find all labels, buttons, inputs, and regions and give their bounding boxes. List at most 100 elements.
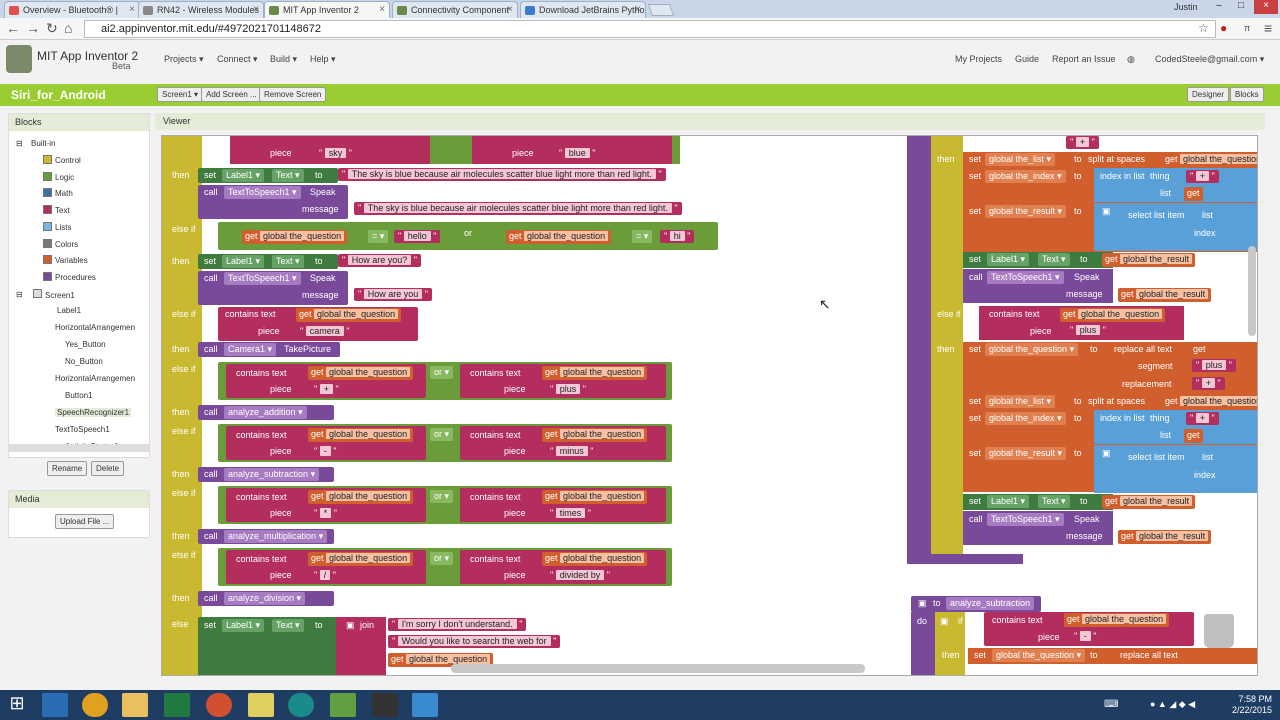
property-dropdown[interactable]: Text ▾ (272, 619, 304, 632)
equals-dropdown[interactable]: = ▾ (368, 230, 389, 243)
procedure-dropdown[interactable]: analyze_multiplication ▾ (224, 530, 328, 543)
get-variable-block[interactable]: get global the_question (308, 366, 414, 380)
browser-tab-active[interactable]: MIT App Inventor 2× (264, 1, 390, 18)
get-variable-block[interactable]: get global the_question (506, 230, 612, 244)
add-screen-button[interactable]: Add Screen ... (201, 87, 262, 102)
upload-file-button[interactable]: Upload File ... (55, 514, 115, 529)
get-variable-block[interactable]: get global the_result (1102, 495, 1196, 509)
procedure-block-bottom[interactable] (907, 554, 1023, 564)
app-inventor-logo[interactable] (6, 45, 32, 73)
text-literal[interactable]: " How are you? " (338, 254, 421, 267)
app-icon[interactable] (330, 693, 356, 717)
close-icon[interactable]: × (379, 4, 385, 15)
text-literal[interactable]: " The sky is blue because air molecules … (354, 202, 682, 215)
blocks-button[interactable]: Blocks (1230, 87, 1264, 102)
text-literal[interactable]: " plus " (546, 383, 590, 396)
get-variable-block[interactable]: get global the_question (542, 366, 648, 380)
app-icon[interactable] (248, 693, 274, 717)
property-dropdown[interactable]: Text ▾ (272, 255, 304, 268)
get-variable-block[interactable]: get global the_result (1118, 530, 1212, 544)
browser-tab[interactable]: Connectivity Component× (392, 1, 518, 18)
tree-builtin[interactable]: Built-in (31, 139, 56, 148)
text-literal[interactable]: " times " (546, 507, 595, 520)
component-dropdown[interactable]: Label1 ▾ (987, 495, 1030, 508)
text-literal[interactable]: " plus " (1066, 324, 1110, 337)
menu-build[interactable]: Build ▾ (270, 54, 298, 64)
report-issue-link[interactable]: Report an Issue (1052, 54, 1116, 64)
component-dropdown[interactable]: Label1 ▾ (222, 255, 265, 268)
drawer-item-control[interactable]: Control (55, 156, 81, 165)
remove-screen-button[interactable]: Remove Screen (259, 87, 327, 102)
rename-button[interactable]: Rename (47, 461, 88, 476)
browser-tab[interactable]: RN42 - Wireless Modules× (138, 1, 264, 18)
maximize-icon[interactable]: □ (1237, 0, 1245, 11)
text-literal[interactable]: " blue " (555, 147, 600, 160)
component-tree-item[interactable]: Label1 (57, 306, 82, 315)
text-literal[interactable]: " I'm sorry I don't understand. " (388, 618, 527, 631)
drawer-item-procedures[interactable]: Procedures (55, 272, 96, 282)
procedure-dropdown[interactable]: analyze_division ▾ (224, 592, 306, 605)
my-projects-link[interactable]: My Projects (955, 54, 1003, 64)
property-dropdown[interactable]: Text ▾ (1038, 495, 1070, 508)
variable-dropdown[interactable]: global the_list ▾ (985, 153, 1056, 166)
menu-icon[interactable]: ≡ (1264, 20, 1273, 36)
drawer-item-logic[interactable]: Logic (55, 172, 75, 182)
get-variable-block[interactable]: get global the_question (542, 490, 648, 504)
if-block-spine[interactable] (931, 136, 963, 554)
close-icon[interactable]: × (507, 4, 513, 15)
text-literal[interactable]: " + " (1066, 136, 1099, 149)
get-variable-block[interactable]: get global the_question (1162, 395, 1257, 409)
component-dropdown[interactable]: Label1 ▾ (987, 253, 1030, 266)
close-icon[interactable]: × (129, 4, 135, 15)
designer-button[interactable]: Designer (1187, 87, 1230, 102)
select-list-item-block[interactable] (1094, 203, 1257, 251)
component-tree-item[interactable]: No_Button (65, 357, 103, 366)
text-literal[interactable]: " - " (1070, 630, 1101, 643)
variable-dropdown[interactable]: global the_result ▾ (985, 447, 1067, 460)
equals-dropdown[interactable]: = ▾ (632, 230, 653, 243)
procedure-block-spine[interactable] (907, 136, 931, 564)
component-tree-item[interactable]: Button1 (65, 391, 93, 400)
variable-dropdown[interactable]: global the_index ▾ (985, 412, 1066, 425)
if-block[interactable] (935, 612, 965, 675)
home-icon[interactable]: ⌂ (64, 20, 73, 36)
component-tree-item[interactable]: SpeechRecognizer1 (55, 408, 132, 417)
text-literal[interactable]: " + " (1186, 412, 1219, 425)
delete-button[interactable]: Delete (91, 461, 125, 476)
get-variable-block[interactable]: get global the_result (1118, 288, 1212, 302)
forward-icon[interactable]: → (26, 20, 40, 36)
system-tray-icons[interactable]: ● ▲ ◢ ◆ ◀ (1150, 699, 1196, 709)
text-literal[interactable]: " / " (310, 569, 340, 582)
variable-dropdown[interactable]: global the_list ▾ (985, 395, 1056, 408)
text-literal[interactable]: " - " (310, 445, 341, 458)
trash-icon[interactable] (1204, 614, 1234, 648)
app-icon[interactable] (372, 693, 398, 717)
component-dropdown[interactable]: Camera1 ▾ (224, 343, 277, 356)
or-dropdown[interactable]: or ▾ (430, 552, 454, 565)
text-literal[interactable]: " hello " (394, 230, 441, 243)
text-literal[interactable]: " hi " (660, 230, 695, 243)
minimize-icon[interactable]: – (1216, 0, 1222, 11)
close-icon[interactable]: × (635, 4, 641, 15)
text-literal[interactable]: " plus " (1192, 359, 1236, 372)
component-tree-item[interactable]: TextToSpeech1 (55, 425, 110, 434)
text-literal[interactable]: " The sky is blue because air molecules … (338, 168, 666, 181)
close-window-icon[interactable]: × (1254, 0, 1278, 14)
or-dropdown[interactable]: or ▾ (430, 366, 454, 379)
component-dropdown[interactable]: TextToSpeech1 ▾ (224, 272, 301, 285)
component-tree-item[interactable]: HorizontalArrangemen (55, 323, 136, 332)
text-literal[interactable]: " Would you like to search the web for " (388, 635, 561, 648)
guide-link[interactable]: Guide (1015, 54, 1040, 64)
screen-select-button[interactable]: Screen1 ▾ (157, 87, 204, 102)
get-variable-block[interactable]: get global the_question (296, 308, 402, 322)
get-variable-block[interactable]: get global the_question (1162, 153, 1257, 167)
arduino-icon[interactable] (288, 693, 314, 717)
collapse-icon[interactable]: ⊟ (16, 290, 23, 299)
variable-dropdown[interactable]: global the_result ▾ (985, 205, 1067, 218)
horizontal-scrollbar[interactable] (451, 664, 865, 673)
get-variable-block[interactable]: get global the_question (542, 428, 648, 442)
get-variable-block[interactable]: get (1190, 343, 1209, 357)
text-literal[interactable]: " divided by " (546, 569, 614, 582)
file-explorer-icon[interactable] (122, 693, 148, 717)
text-literal[interactable]: " camera " (296, 325, 354, 338)
